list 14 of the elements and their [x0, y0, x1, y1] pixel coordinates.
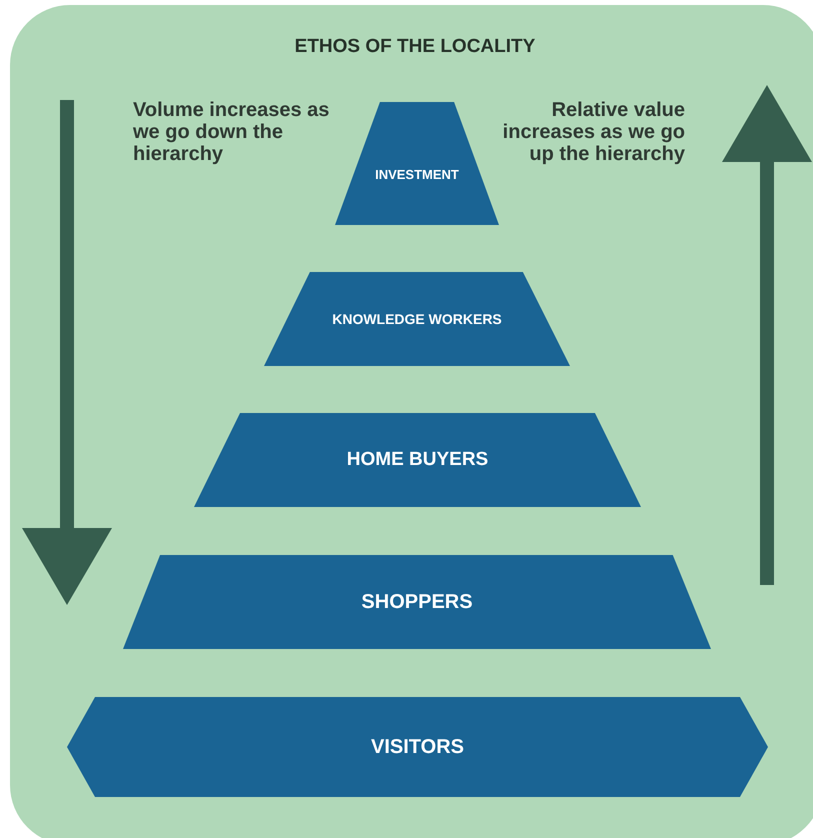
note: Relative value increases as we go up the hierarchy: [502, 99, 685, 165]
hexagon-tier: [67, 697, 768, 797]
title: ETHOS OF THE LOCALITY: [294, 35, 536, 59]
note: Volume increases as we go down the hierarchy: [133, 99, 330, 165]
trapezoid-tier: [194, 413, 641, 507]
tier-label: VISITORS: [371, 735, 464, 760]
trapezoid-tier: [264, 272, 570, 366]
tier-label: KNOWLEDGE WORKERS: [332, 310, 502, 328]
trapezoid-tier: [335, 102, 499, 225]
tier-label: INVESTMENT: [375, 166, 459, 184]
tier-label: HOME BUYERS: [346, 448, 488, 472]
panel-background: [10, 5, 813, 838]
tier-label: SHOPPERS: [361, 590, 473, 615]
trapezoid-tier: [123, 555, 711, 649]
